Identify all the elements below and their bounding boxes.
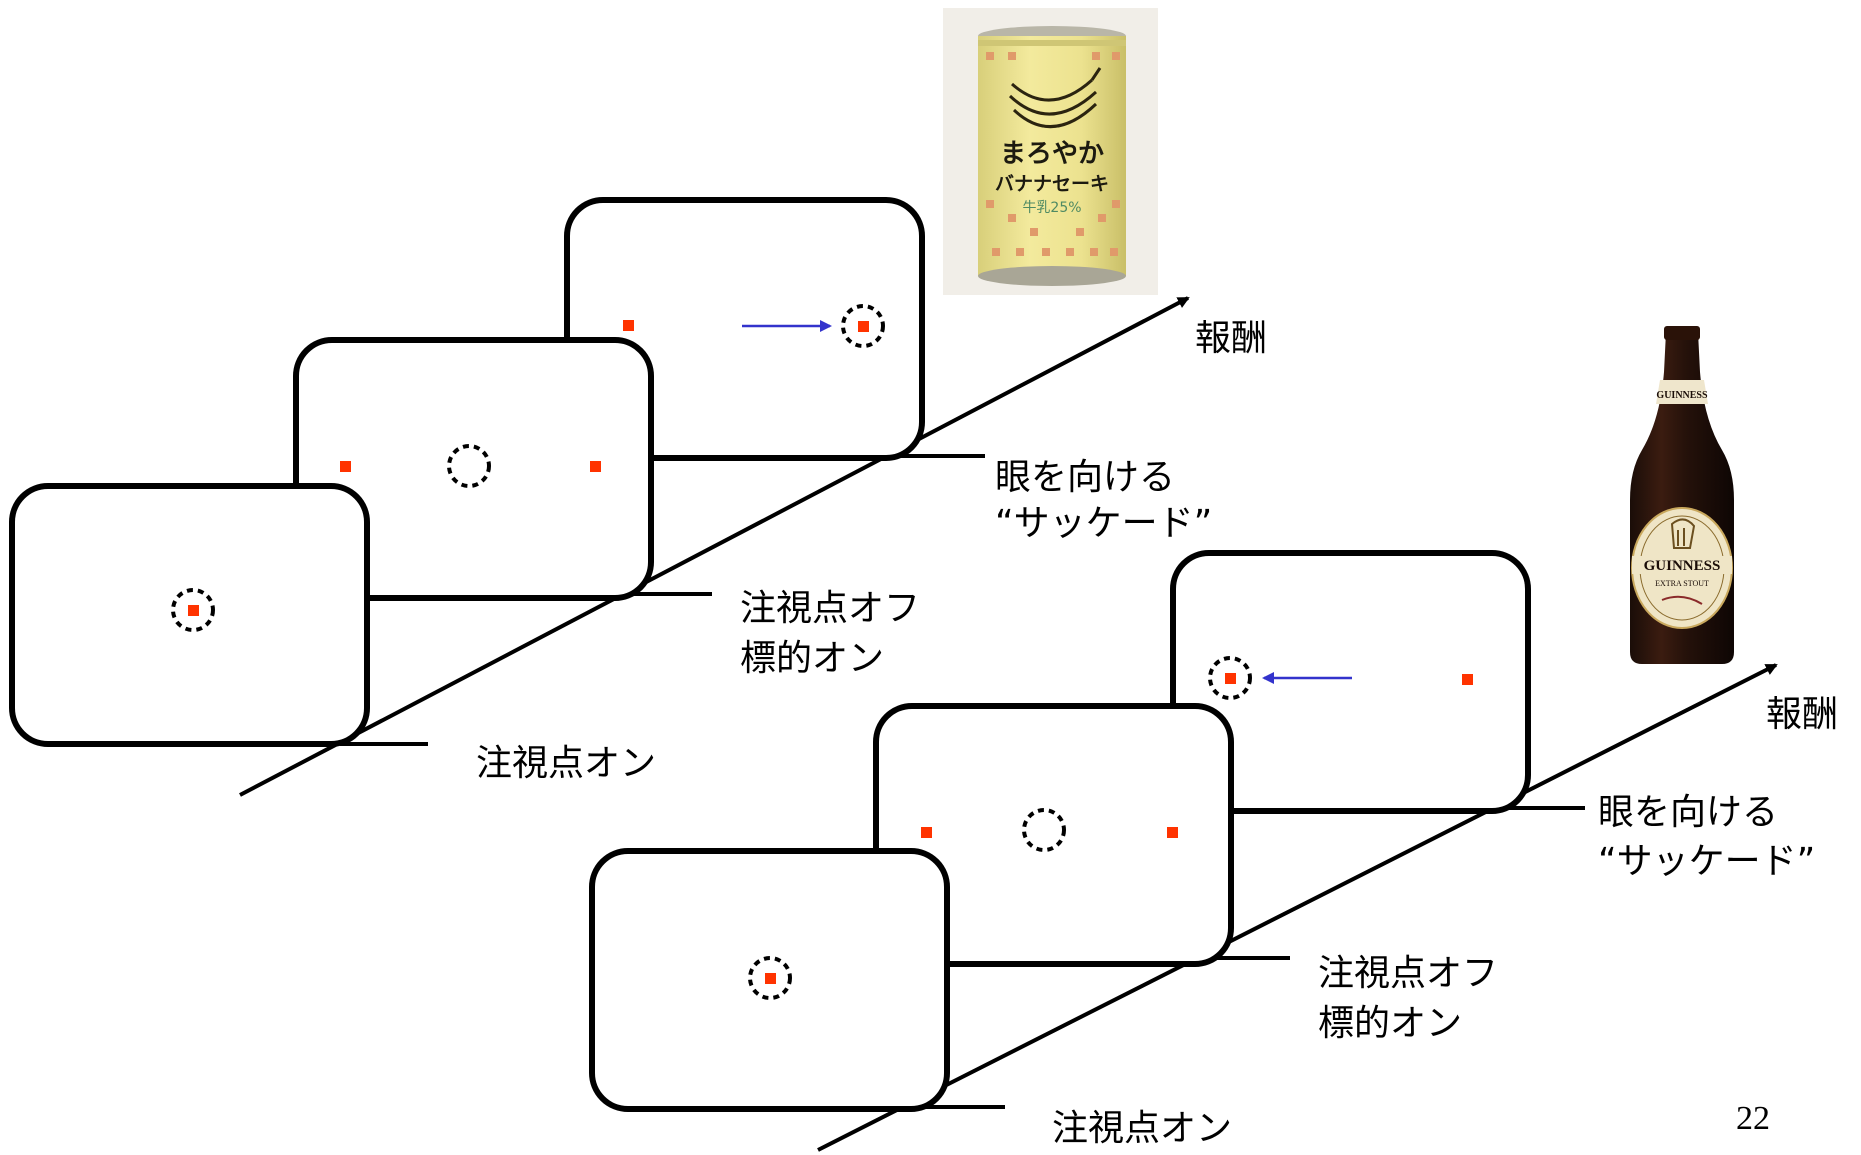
gaze-circle	[447, 444, 491, 488]
banana-icon	[1008, 67, 1102, 129]
bottom-reward-label: 報酬	[1766, 694, 1838, 735]
bottom-time-axis	[817, 663, 1778, 1152]
top-time-axis	[239, 296, 1190, 797]
gaze-circle	[1208, 656, 1252, 700]
bottom-fix-off-label-2: 標的オン	[1318, 1003, 1462, 1044]
target-right-dot	[858, 321, 869, 332]
target-right-dot	[590, 461, 601, 472]
top-screen-saccade	[564, 197, 925, 461]
gaze-circle	[171, 588, 215, 632]
target-left-dot	[340, 461, 351, 472]
top-saccade-label-1: 眼を向ける	[995, 457, 1175, 498]
target-right-dot	[1462, 674, 1473, 685]
harp-icon	[1670, 518, 1696, 549]
top-screen-fixation	[9, 483, 370, 747]
top-saccade-label-2: “サッケード”	[995, 503, 1212, 544]
gaze-circle	[748, 956, 792, 1000]
label-sub: EXTRA STOUT	[1655, 579, 1709, 588]
bottom-screen-target-on	[873, 703, 1234, 967]
bottom-fix-on-label: 注視点オン	[1052, 1108, 1232, 1149]
fixation-dot	[765, 973, 776, 984]
can-text-2: バナナセーキ	[995, 173, 1109, 195]
target-left-dot	[1225, 673, 1236, 684]
can-text-1: まろやか	[1000, 139, 1104, 169]
bottom-saccade-label-2: “サッケード”	[1598, 841, 1815, 882]
neck-label-text: GUINNESS	[1656, 390, 1708, 401]
top-reward-label: 報酬	[1195, 318, 1267, 359]
bottom-sequence: 報酬 眼を向ける “サッケード” 注視点オフ 標的オン 注視点オン GUINNE…	[589, 326, 1838, 1152]
top-fix-on-label: 注視点オン	[476, 743, 656, 784]
guinness-bottle-image: GUINNESS GUINNESS EXTRA STOUT	[1630, 326, 1734, 664]
bottom-fix-off-label-1: 注視点オフ	[1318, 953, 1498, 994]
target-left-dot	[623, 320, 634, 331]
can-text-3: 牛乳25%	[1022, 200, 1081, 216]
page-number: 22	[1736, 1100, 1770, 1137]
fixation-dot	[188, 605, 199, 616]
bottom-saccade-label-1: 眼を向ける	[1598, 792, 1778, 833]
bottom-screen-saccade	[1170, 550, 1531, 814]
gaze-circle	[841, 304, 885, 348]
gaze-circle	[1022, 808, 1066, 852]
top-fix-off-label-2: 標的オン	[740, 638, 884, 679]
label-brand: GUINNESS	[1644, 558, 1721, 574]
banana-can-image: まろやか バナナセーキ 牛乳25%	[943, 8, 1158, 295]
top-screen-target-on	[293, 337, 654, 601]
bottom-screen-fixation	[589, 848, 950, 1112]
target-right-dot	[1167, 827, 1178, 838]
top-fix-off-label-1: 注視点オフ	[740, 588, 920, 629]
target-left-dot	[921, 827, 932, 838]
top-sequence: 報酬 眼を向ける “サッケード” 注視点オフ 標的オン 注視点オン	[9, 8, 1267, 797]
